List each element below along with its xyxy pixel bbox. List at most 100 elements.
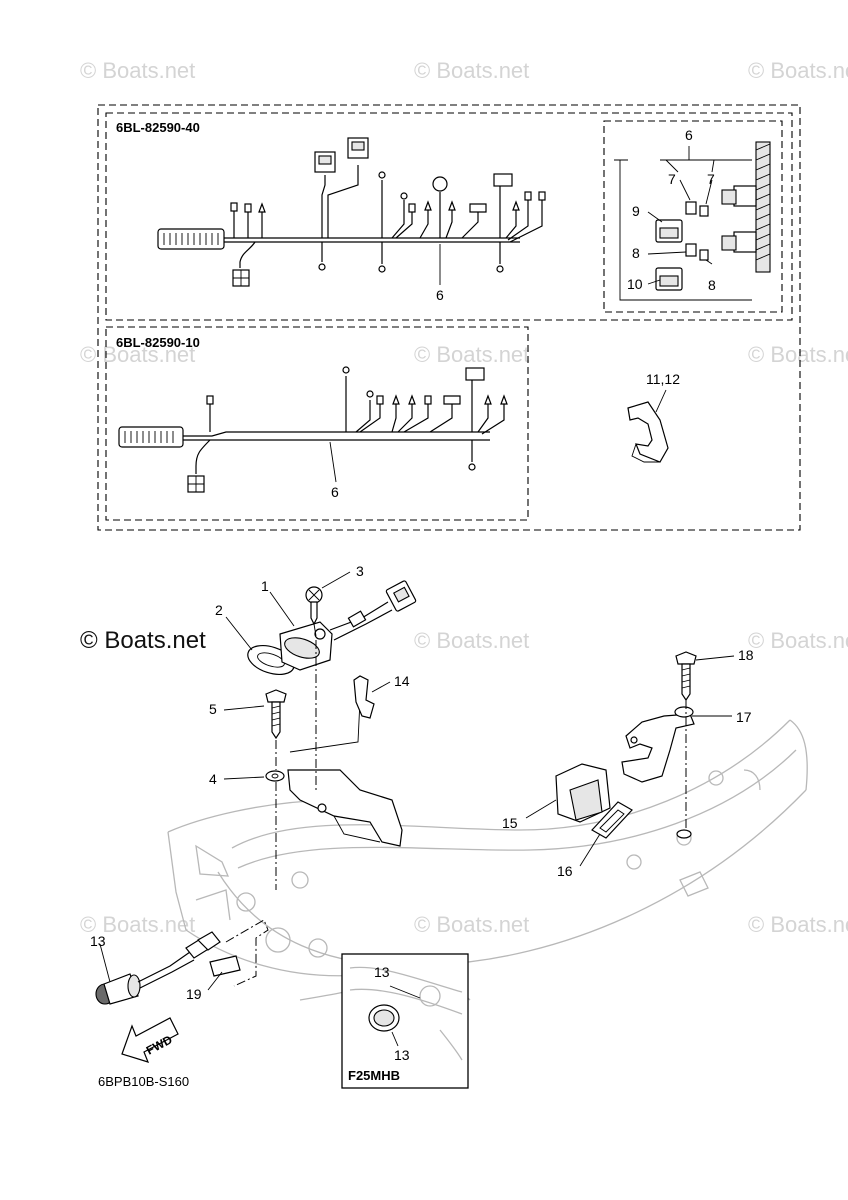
panel-coupler [733,231,757,253]
terminal [206,395,214,405]
ring-terminal [342,366,350,374]
bolt-head [265,689,287,703]
switch-bracket [621,713,695,783]
ring-terminal [378,171,386,179]
ring-terminal [400,192,408,200]
washer [265,770,285,782]
wire-clamp [627,401,669,463]
leader-line [695,655,735,661]
cowling-outline [167,831,187,931]
panel-coupler [733,185,757,207]
leader-line [655,389,667,413]
leader-line [223,776,265,780]
connector-pins [163,233,219,245]
mount-hole [676,829,692,839]
variant-label: F25MHB [348,1068,400,1083]
panel-coupler [721,235,737,251]
holder-hole [314,628,326,640]
terminal [244,203,252,213]
harness-branch [195,439,211,474]
cowling-hole [308,938,328,958]
kit-10-frame [105,326,529,521]
cowling-hole [626,854,642,870]
cowling-hole [236,892,256,912]
bolt-and-washer: 5 4 [209,689,287,787]
coupler-plug-face [318,155,332,165]
harness-branch [397,404,413,433]
assembly-lines [225,640,687,987]
cowling-rim [237,749,797,869]
terminal [424,395,432,405]
callout-8: 8 [632,245,640,261]
cowling-detail [195,844,230,877]
wire-clip [353,675,375,719]
grommet-assembly: 3 1 2 [215,563,417,676]
watermark-layer: © Boats.net © Boats.net © Boats.net © Bo… [80,58,848,937]
switch-face [127,974,141,998]
harness-branch [461,212,479,239]
leader-bracket [614,159,752,301]
connector-pins [124,431,174,443]
terminal [376,395,384,405]
callout-8: 8 [708,277,716,293]
harness-branch [509,200,543,243]
blanking-plug-face [373,1009,395,1027]
bolt-shank [271,701,281,740]
bolt-head [675,651,697,665]
watermark: © Boats.net [414,628,529,653]
panel-hatch [755,143,771,261]
callout-3: 3 [356,563,364,579]
watermark: © Boats.net [748,58,848,83]
leader-line [225,616,253,651]
dual-terminal [443,395,461,405]
leader-line [99,943,111,983]
callout-13: 13 [394,1047,410,1063]
callout-13: 13 [374,964,390,980]
cowling-detail [679,871,709,897]
harness-trunk [183,431,490,437]
callout-17: 17 [736,709,752,725]
bracket-hole [630,736,638,744]
bracket-washer [674,706,694,718]
wire-sleeve [347,610,367,628]
callout-6: 6 [685,127,693,143]
cowling-edge [789,719,808,791]
harness-branch [403,404,429,433]
washer-hole [271,773,279,779]
clip-14: 14 [353,673,410,719]
terminal [484,394,492,405]
inset-frame [341,953,469,1089]
assembly-line [313,623,317,637]
figure-code: 6BPB10B-S160 [98,1074,189,1089]
right-side-parts: 18 17 15 16 [502,647,754,879]
harness-branch [327,165,359,238]
harness-branch [507,200,529,241]
callout-15: 15 [502,815,518,831]
cowling-detail [743,769,761,791]
callout-9: 9 [632,203,640,219]
connector-detail-frame [603,120,783,313]
fork-connector [465,367,485,381]
watermark: © Boats.net [748,342,848,367]
callout-11-12: 11,12 [646,371,680,387]
harness-branch [321,175,326,238]
terminal [258,202,266,213]
bolt-thread [271,705,281,727]
inset-hole [419,985,441,1007]
callout-16: 16 [557,863,573,879]
leader-line [647,179,713,285]
harness-branch [239,241,256,268]
watermark: © Boats.net [414,912,529,937]
watermark: © Boats.net [414,342,529,367]
coupler-plug-face [351,141,365,151]
forward-arrow [121,1017,179,1063]
terminal [230,202,238,212]
screw-shank [310,601,318,626]
harness-branch [391,404,397,433]
harness-branch [419,210,429,239]
harness-branch [505,210,517,239]
bracket-hole [317,803,327,813]
bolt-thread [681,667,691,689]
watermark-prominent: © Boats.net [80,627,206,654]
harness-branch [391,200,405,239]
